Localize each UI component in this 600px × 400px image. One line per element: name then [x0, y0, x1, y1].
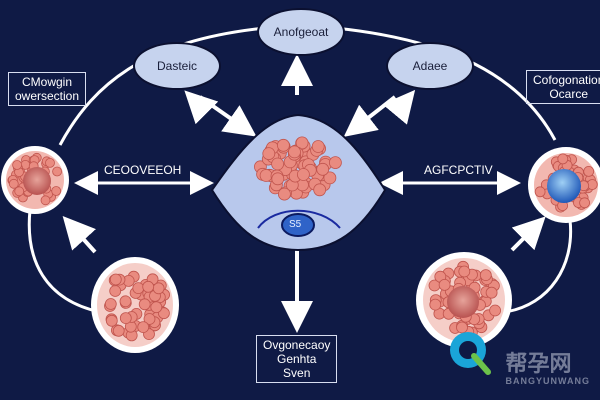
left-oval-label: Dasteic [156, 59, 197, 73]
curve-bottom-right [504, 219, 573, 314]
cell-bubble [14, 186, 25, 197]
cell-bubble [328, 156, 342, 170]
cell-bubble [456, 321, 468, 334]
cell-bubble [288, 145, 301, 159]
cell-bubble [104, 298, 117, 310]
cell-bubble [316, 162, 330, 176]
cell-bubble [323, 171, 337, 185]
cell-bubble [138, 298, 151, 311]
cell-bubble [109, 285, 122, 297]
left-oval: Dasteic [133, 42, 221, 90]
cell-bubble [142, 280, 155, 293]
cell-bubble [137, 321, 150, 334]
bottom-label-line2: Genhta [277, 352, 317, 366]
right-mid-label: AGFCPCTIV [424, 163, 493, 177]
cell-bubble [277, 187, 291, 201]
watermark: 帮孕网 BANGYUNWANG [505, 351, 591, 387]
bottom-label-line3: Sven [283, 366, 311, 380]
cell-bubble [276, 138, 290, 152]
arrow-tick-left [184, 90, 219, 125]
top-oval: Anofgeoat [257, 8, 345, 56]
cell-bubble [479, 269, 492, 282]
curve-top-left [58, 26, 266, 146]
watermark-en: BANGYUNWANG [505, 376, 590, 386]
cell-bubble [311, 140, 325, 153]
cell-bubble [150, 301, 163, 314]
cell-bubble [51, 186, 62, 196]
watermark-logo-icon [450, 332, 491, 375]
arrow-left-oval-to-center [198, 95, 257, 137]
arrow-bottomleft-to-left [62, 216, 97, 254]
curve-top-right [334, 26, 557, 141]
center-cell [210, 113, 387, 252]
cycle-connectors [27, 26, 573, 314]
flow-arrows [62, 54, 546, 333]
cell-bubble [119, 295, 132, 308]
arrow-tick-right [382, 89, 416, 125]
cell-bubble [271, 157, 285, 171]
arrow-bottomright-to-right [510, 216, 546, 252]
cell-bubble [52, 166, 62, 177]
right-label-line2: Ocarce [549, 87, 589, 101]
cell-bubble [485, 286, 498, 299]
center-cell-cluster [253, 136, 342, 201]
right-oval-label: Adaee [412, 59, 448, 73]
bottom-label-box: Ovgonecaoy Genhta Sven [256, 335, 338, 383]
left-label-box: CMowgin owersection [8, 72, 87, 106]
bottom-label-line1: Ovgonecaoy [263, 338, 331, 352]
center-tag: S5 [289, 219, 302, 230]
cell-bubble [313, 183, 327, 197]
cell-bubble [259, 169, 273, 182]
cell-bubble [295, 136, 309, 150]
right-cell [528, 147, 600, 223]
cell-bubble [489, 304, 502, 317]
cell-bubble [109, 273, 122, 286]
cell-bubble [105, 314, 118, 327]
left-mid-label: CEOOVEEOH [104, 163, 182, 177]
right-oval: Adaee [386, 42, 474, 90]
right-label-line1: Cofogonation [533, 73, 600, 87]
cell-bubble [296, 168, 310, 181]
arrow-right-oval-to-center [343, 95, 397, 137]
cell-bubble [534, 186, 546, 198]
cell-bubble [458, 265, 471, 278]
cell-bubble [45, 157, 55, 168]
cell-bubble [12, 160, 23, 170]
bottom-right-cell [416, 252, 512, 348]
curve-bottom-left [27, 209, 101, 314]
right-label-box: Cofogonation Ocarce [526, 70, 600, 104]
cell-bubble [579, 197, 590, 209]
watermark-cn: 帮孕网 [505, 351, 572, 376]
left-label-line1: CMowgin [22, 75, 73, 89]
left-cell [1, 146, 69, 214]
cell-bubble [557, 153, 569, 165]
cell-bubble [8, 178, 19, 189]
cell-bubble [143, 313, 156, 325]
cell-bubble [40, 195, 51, 206]
cell-bubble [438, 278, 451, 291]
top-oval-label: Anofgeoat [273, 25, 329, 39]
left-label-line2: owersection [15, 89, 80, 103]
cell-bubble [429, 298, 442, 311]
cell-bubble [271, 172, 285, 186]
cell-bubble [262, 147, 276, 161]
cell-bubble [132, 282, 145, 295]
cell-bubble [583, 165, 595, 177]
cell-bubble [119, 312, 132, 325]
cell-bubble [112, 324, 125, 337]
bottom-left-cell [91, 257, 179, 353]
